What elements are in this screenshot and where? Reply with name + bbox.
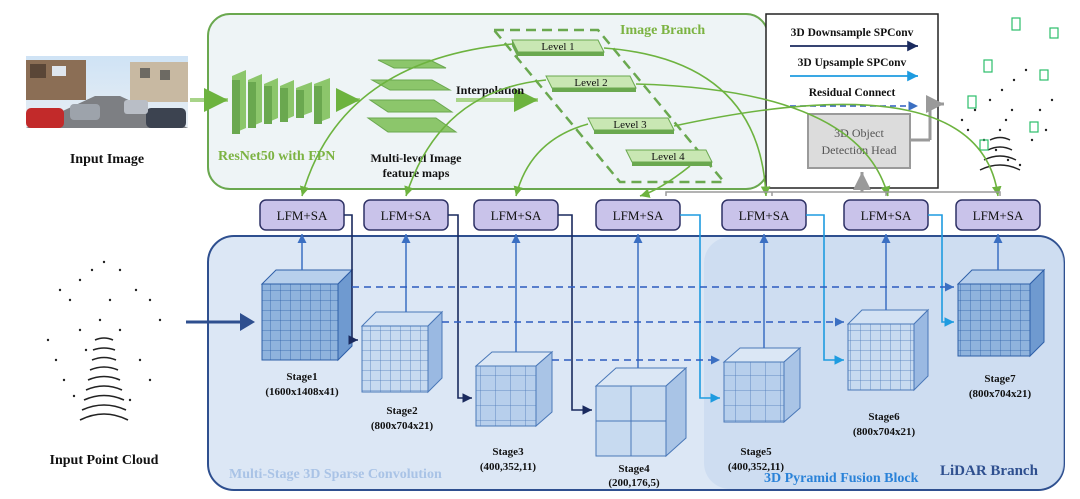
stage-to-lfm-arrows bbox=[297, 234, 1003, 368]
detection-head bbox=[807, 113, 911, 169]
stage1-name: Stage1 bbox=[286, 371, 317, 383]
stage5-dims: (400,352,11) bbox=[728, 461, 785, 473]
level-4-label: Level 4 bbox=[651, 151, 685, 163]
lfm-label-7: LFM+SA bbox=[973, 208, 1024, 223]
lfm-box-2: LFM+SA bbox=[363, 199, 449, 231]
lfm-box-5: LFM+SA bbox=[721, 199, 807, 231]
lfm-label-1: LFM+SA bbox=[277, 208, 328, 223]
legend-upsample-label: 3D Upsample SPConv bbox=[798, 57, 907, 69]
stage6-dims: (800x704x21) bbox=[853, 426, 916, 438]
level-4: Level 4 bbox=[625, 149, 713, 166]
input-point-cloud bbox=[46, 260, 162, 402]
output-point-cloud bbox=[944, 14, 1066, 188]
feature-maps-label-1: Multi-level Image bbox=[371, 151, 463, 165]
stage6-cube bbox=[846, 308, 930, 392]
input-cloud-label: Input Point Cloud bbox=[50, 453, 159, 468]
sparse-conv-label: Multi-Stage 3D Sparse Convolution bbox=[229, 467, 442, 482]
level-2: Level 2 bbox=[545, 75, 637, 92]
resnet-backbone bbox=[232, 70, 330, 134]
lfm-label-5: LFM+SA bbox=[739, 208, 790, 223]
stage5-name: Stage5 bbox=[740, 446, 772, 458]
lfm-box-7: LFM+SA bbox=[955, 199, 1041, 231]
legend-residual-label: Residual Connect bbox=[809, 87, 896, 99]
stage3-name: Stage3 bbox=[492, 446, 524, 458]
level-3-label: Level 3 bbox=[613, 119, 647, 131]
input-point-cloud-rings bbox=[79, 337, 129, 421]
downsample-arrows bbox=[344, 214, 592, 415]
stage7-dims: (800x704x21) bbox=[969, 388, 1032, 400]
feature-maps-label-2: feature maps bbox=[383, 166, 450, 180]
legend-downsample-label: 3D Downsample SPConv bbox=[791, 27, 914, 39]
head-feed-lines bbox=[665, 191, 1001, 196]
lfm-box-1: LFM+SA bbox=[259, 199, 345, 231]
stage1-dims: (1600x1408x41) bbox=[265, 386, 339, 398]
resnet-label: ResNet50 with FPN bbox=[218, 149, 335, 164]
detection-head-line-2: Detection Head bbox=[822, 143, 897, 157]
stage7-cube bbox=[956, 268, 1046, 358]
levels-group-outline bbox=[491, 28, 727, 184]
input-image-label: Input Image bbox=[70, 152, 144, 167]
stage4-cube bbox=[594, 366, 688, 458]
stage7-name: Stage7 bbox=[984, 373, 1016, 385]
level-3: Level 3 bbox=[587, 117, 675, 134]
lfm-box-3: LFM+SA bbox=[473, 199, 559, 231]
interpolation-label: Interpolation bbox=[456, 83, 524, 97]
stage2-name: Stage2 bbox=[386, 405, 418, 417]
lfm-label-2: LFM+SA bbox=[381, 208, 432, 223]
stage3-dims: (400,352,11) bbox=[480, 461, 537, 473]
stage2-dims: (800x704x21) bbox=[371, 420, 434, 432]
stage3-cube bbox=[474, 350, 554, 428]
pyramid-label: 3D Pyramid Fusion Block bbox=[764, 471, 919, 486]
residual-arrows bbox=[352, 282, 954, 365]
image-feature-arrows bbox=[299, 43, 1002, 198]
stage6-name: Stage6 bbox=[868, 411, 900, 423]
input-image bbox=[26, 56, 188, 128]
image-branch-label: Image Branch bbox=[620, 23, 705, 38]
stage5-cube bbox=[722, 346, 802, 424]
level-1-label: Level 1 bbox=[541, 41, 574, 53]
lfm-label-4: LFM+SA bbox=[613, 208, 664, 223]
stage4-dims: (200,176,5) bbox=[608, 477, 660, 489]
level-1: Level 1 bbox=[511, 39, 605, 58]
lidar-branch-label: LiDAR Branch bbox=[940, 463, 1039, 479]
lfm-label-6: LFM+SA bbox=[861, 208, 912, 223]
lfm-label-3: LFM+SA bbox=[491, 208, 542, 223]
level-2-label: Level 2 bbox=[574, 77, 607, 89]
lfm-box-6: LFM+SA bbox=[843, 199, 929, 231]
feature-maps-stack bbox=[366, 59, 458, 133]
stage4-name: Stage4 bbox=[618, 463, 650, 475]
stage2-cube bbox=[360, 310, 444, 394]
stage1-cube bbox=[260, 268, 354, 362]
lfm-box-4: LFM+SA bbox=[595, 199, 681, 231]
